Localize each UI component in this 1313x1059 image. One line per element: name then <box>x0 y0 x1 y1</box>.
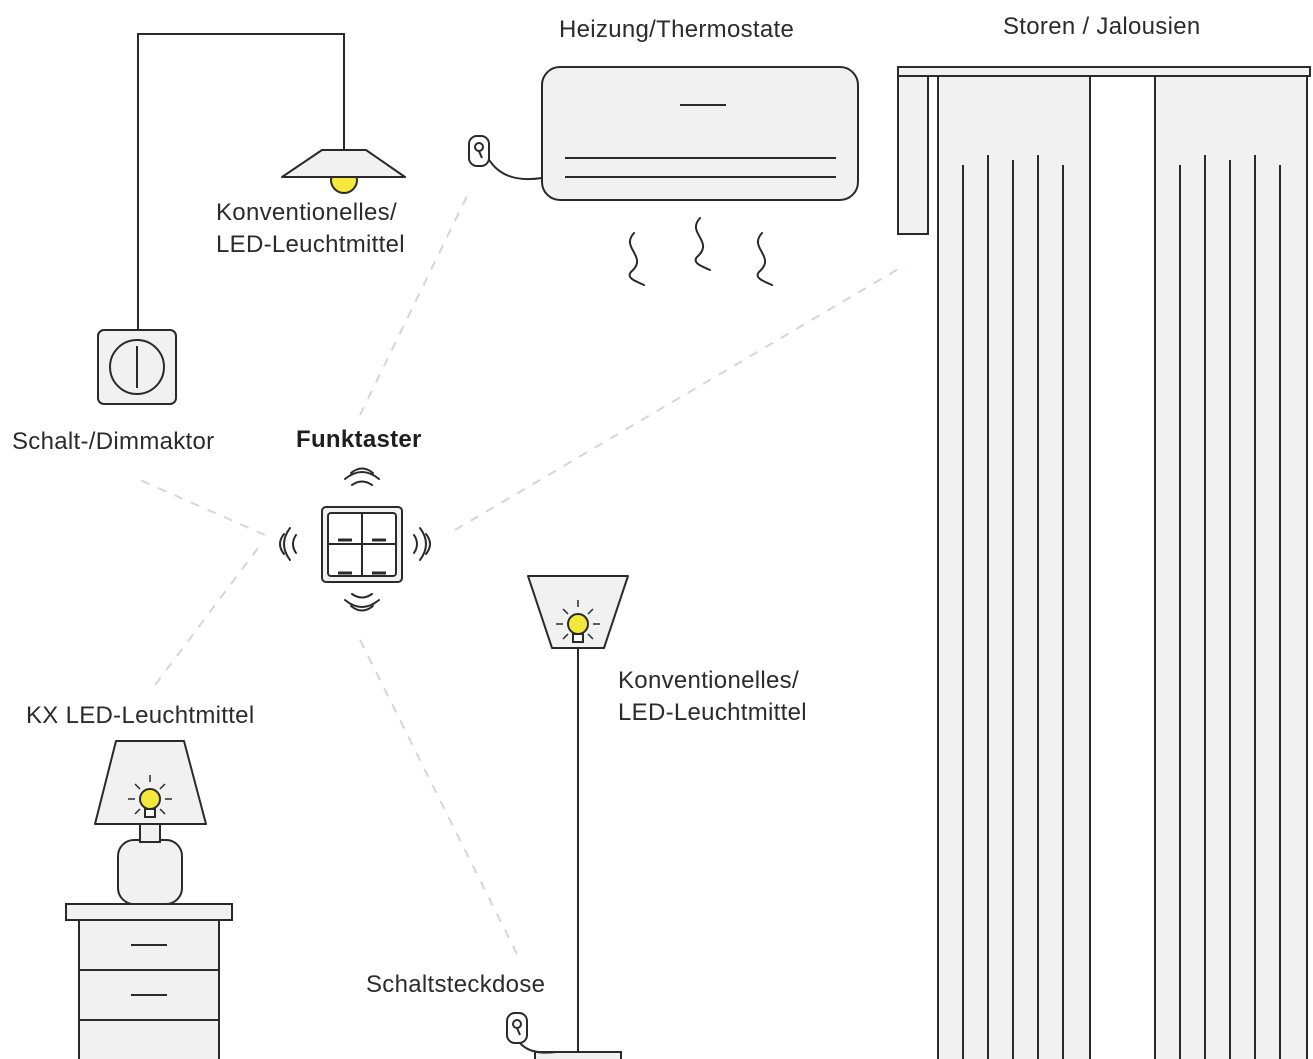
label-floorlamp-line2: LED-Leuchtmittel <box>618 699 807 726</box>
nightstand-icon <box>65 903 233 1059</box>
table-lamp-icon <box>94 740 207 905</box>
label-heating: Heizung/Thermostate <box>559 16 795 43</box>
label-kx-led: KX LED-Leuchtmittel <box>26 702 255 729</box>
floor-lamp-bulb-icon <box>556 600 600 643</box>
table-lamp-bulb-icon <box>128 775 172 818</box>
link-to-actuator <box>139 479 266 536</box>
link-to-kx-lamp <box>154 547 259 686</box>
ac-plug-icon <box>468 135 490 167</box>
wall-dimmer-icon <box>97 329 177 405</box>
heat-waves-icon <box>628 217 773 286</box>
link-to-pendant <box>359 189 471 416</box>
label-pendant-line2: LED-Leuchtmittel <box>216 231 405 258</box>
label-socket: Schaltsteckdose <box>366 971 546 998</box>
pendant-wiring <box>137 33 345 330</box>
pendant-lamp-icon <box>281 149 406 194</box>
air-conditioner-icon <box>468 66 859 286</box>
label-switch: Funktaster <box>296 426 422 453</box>
curtain-icon <box>897 66 1311 1059</box>
label-pendant-line1: Konventionelles/ <box>216 199 397 226</box>
plug-icon <box>506 1012 557 1054</box>
floor-lamp-icon <box>527 575 629 1059</box>
signal-waves-icon <box>279 467 431 612</box>
label-blinds: Storen / Jalousien <box>1003 13 1201 40</box>
label-actuator: Schalt-/Dimmaktor <box>12 428 215 455</box>
link-to-socket <box>359 639 521 961</box>
label-floorlamp-line1: Konventionelles/ <box>618 667 799 694</box>
radio-switch-icon <box>279 467 431 612</box>
radio-links <box>139 189 906 961</box>
link-to-blinds <box>454 264 906 531</box>
